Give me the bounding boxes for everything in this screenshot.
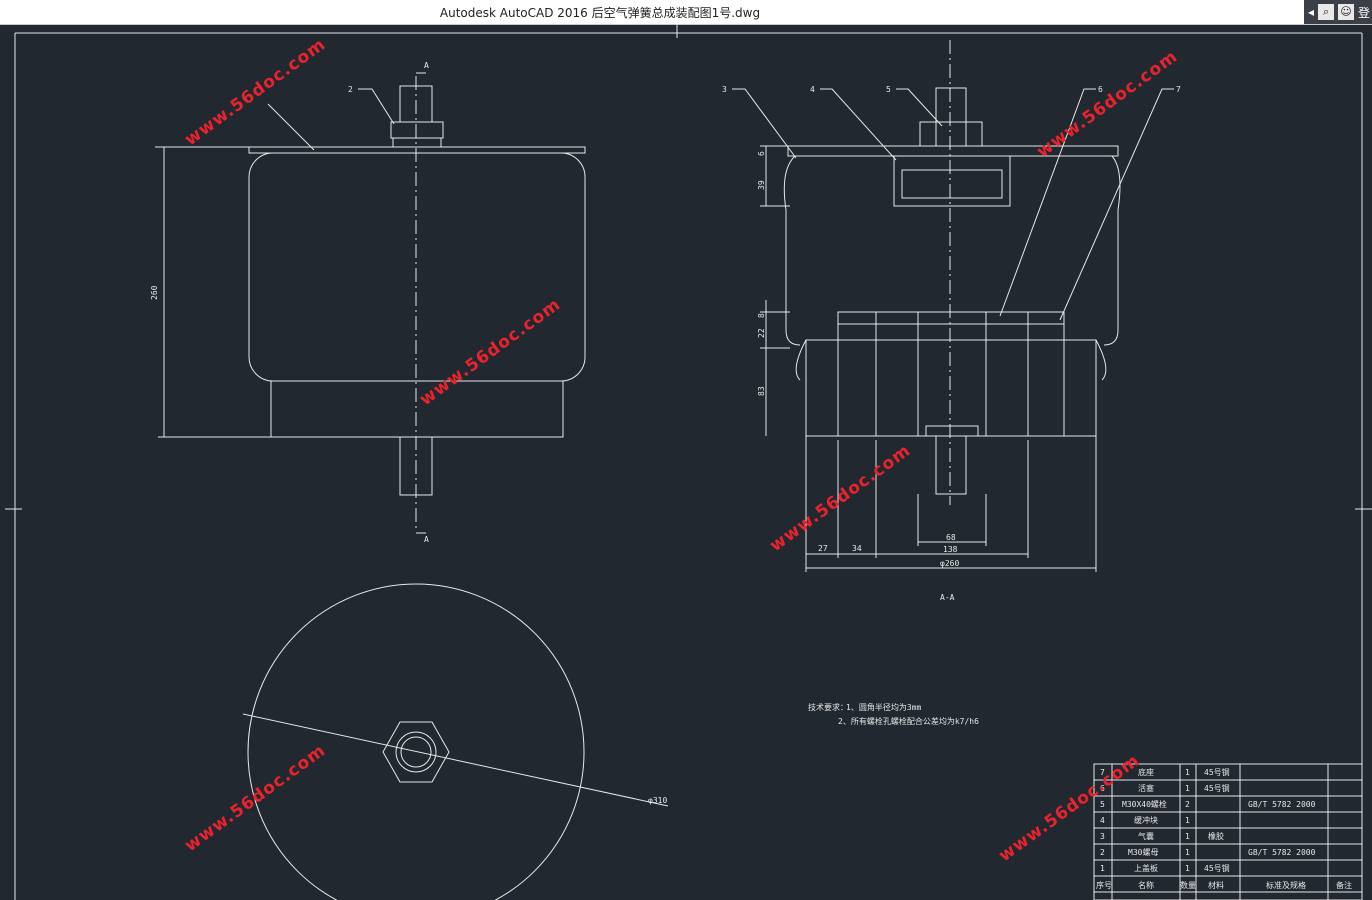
bom-row-qty: 1	[1185, 784, 1190, 793]
bom-row-name: 活塞	[1138, 783, 1154, 793]
technical-requirements: 技术要求： 1、圆角半径均为3mm 2、所有螺栓孔螺栓配合公差均为k7/h6	[808, 702, 979, 726]
bom-row-mat: 45号钢	[1204, 783, 1230, 793]
bom-row-no: 1	[1100, 864, 1105, 873]
bom-header-mat: 材料	[1208, 880, 1224, 890]
bom-row-no: 4	[1100, 816, 1105, 825]
bom-row-no: 2	[1100, 848, 1105, 857]
section-mark-bottom: A	[424, 535, 429, 544]
dim-260: 260	[150, 285, 159, 300]
window-title: Autodesk AutoCAD 2016 后空气弹簧总成装配图1号.dwg	[439, 6, 761, 20]
callout-5: 5	[886, 85, 891, 94]
drawing-border	[5, 24, 1372, 900]
dim-39: 39	[757, 180, 766, 190]
dim-22: 22	[757, 328, 766, 338]
bom-row-name: 上盖板	[1134, 863, 1158, 873]
bom-row-no: 7	[1100, 768, 1105, 777]
bom-header-qty: 数量	[1180, 880, 1196, 890]
bom-row-mat: 橡胶	[1208, 831, 1224, 841]
tech-req-heading: 技术要求：	[808, 702, 848, 712]
bom-row-qty: 1	[1185, 864, 1190, 873]
callout-7: 7	[1176, 85, 1181, 94]
bom-row-name: M30螺母	[1128, 847, 1158, 857]
callout-4: 4	[810, 85, 815, 94]
bom-row-mat: 45号钢	[1204, 767, 1230, 777]
bom-row-name: 气囊	[1138, 831, 1154, 841]
bom-row-no: 6	[1100, 784, 1105, 793]
bom-row-std: GB/T 5782 2000	[1248, 848, 1316, 857]
watermarks: www.56doc.com www.56doc.com www.56doc.co…	[181, 35, 1181, 867]
bom-row-mat: 45号钢	[1204, 863, 1230, 873]
bom-header-std: 标准及规格	[1266, 880, 1306, 890]
bom-header-note: 备注	[1336, 880, 1352, 890]
bom-row-qty: 1	[1185, 816, 1190, 825]
top-view: φ310	[242, 583, 669, 900]
dim-27: 27	[818, 544, 828, 553]
drawing-canvas[interactable]: A A 260 2 3	[0, 24, 1372, 900]
bom-row-name: M30X40螺栓	[1122, 799, 1167, 809]
login-button[interactable]: 登	[1358, 5, 1371, 20]
user-icon[interactable]: ☺	[1338, 4, 1355, 20]
dim-phi310: φ310	[648, 796, 667, 805]
bom-row-name: 缓冲块	[1134, 815, 1158, 825]
binoculars-icon[interactable]: ⌕	[1318, 4, 1335, 20]
collapse-arrow-icon[interactable]: ◂	[1308, 5, 1315, 19]
bom-table: 7 底座 1 45号钢 6 活塞 1 45号钢 5 M30X40螺栓 2 GB/…	[1093, 763, 1363, 900]
watermark: www.56doc.com	[766, 441, 914, 557]
watermark: www.56doc.com	[416, 295, 564, 411]
bom-header-no: 序号	[1096, 880, 1112, 890]
callout-3: 3	[722, 85, 727, 94]
bom-row-std: GB/T 5782 2000	[1248, 800, 1316, 809]
callout-6: 6	[1098, 85, 1103, 94]
section-view: 3 4 5 6 7 6 39 8 22 83 27 34 68	[722, 40, 1181, 602]
dim-6: 6	[757, 151, 766, 156]
front-view: A A 260 2	[150, 61, 586, 544]
section-label: A-A	[940, 593, 955, 602]
dim-68: 68	[946, 533, 956, 542]
bom-row-no: 3	[1100, 832, 1105, 841]
callout-2: 2	[348, 85, 353, 94]
title-bar-tools: ◂ ⌕ ☺ 登	[1304, 0, 1372, 24]
title-bar: Autodesk AutoCAD 2016 后空气弹簧总成装配图1号.dwg ◂…	[0, 0, 1372, 25]
dim-83: 83	[757, 386, 766, 396]
bom-header-name: 名称	[1138, 880, 1154, 890]
dim-34: 34	[852, 544, 862, 553]
watermark: www.56doc.com	[1033, 47, 1181, 163]
section-mark-top: A	[424, 61, 429, 70]
tech-req-line-2: 2、所有螺栓孔螺栓配合公差均为k7/h6	[838, 716, 979, 726]
bom-row-no: 5	[1100, 800, 1105, 809]
watermark: www.56doc.com	[181, 741, 329, 857]
watermark: www.56doc.com	[181, 35, 329, 151]
bom-row-qty: 1	[1185, 768, 1190, 777]
dim-138: 138	[943, 545, 958, 554]
bom-row-name: 底座	[1138, 767, 1154, 777]
tech-req-line-1: 1、圆角半径均为3mm	[846, 702, 921, 712]
bom-row-qty: 2	[1185, 800, 1190, 809]
bom-row-qty: 1	[1185, 832, 1190, 841]
dim-8: 8	[757, 313, 766, 318]
bom-row-qty: 1	[1185, 848, 1190, 857]
dim-phi260: φ260	[940, 559, 959, 568]
